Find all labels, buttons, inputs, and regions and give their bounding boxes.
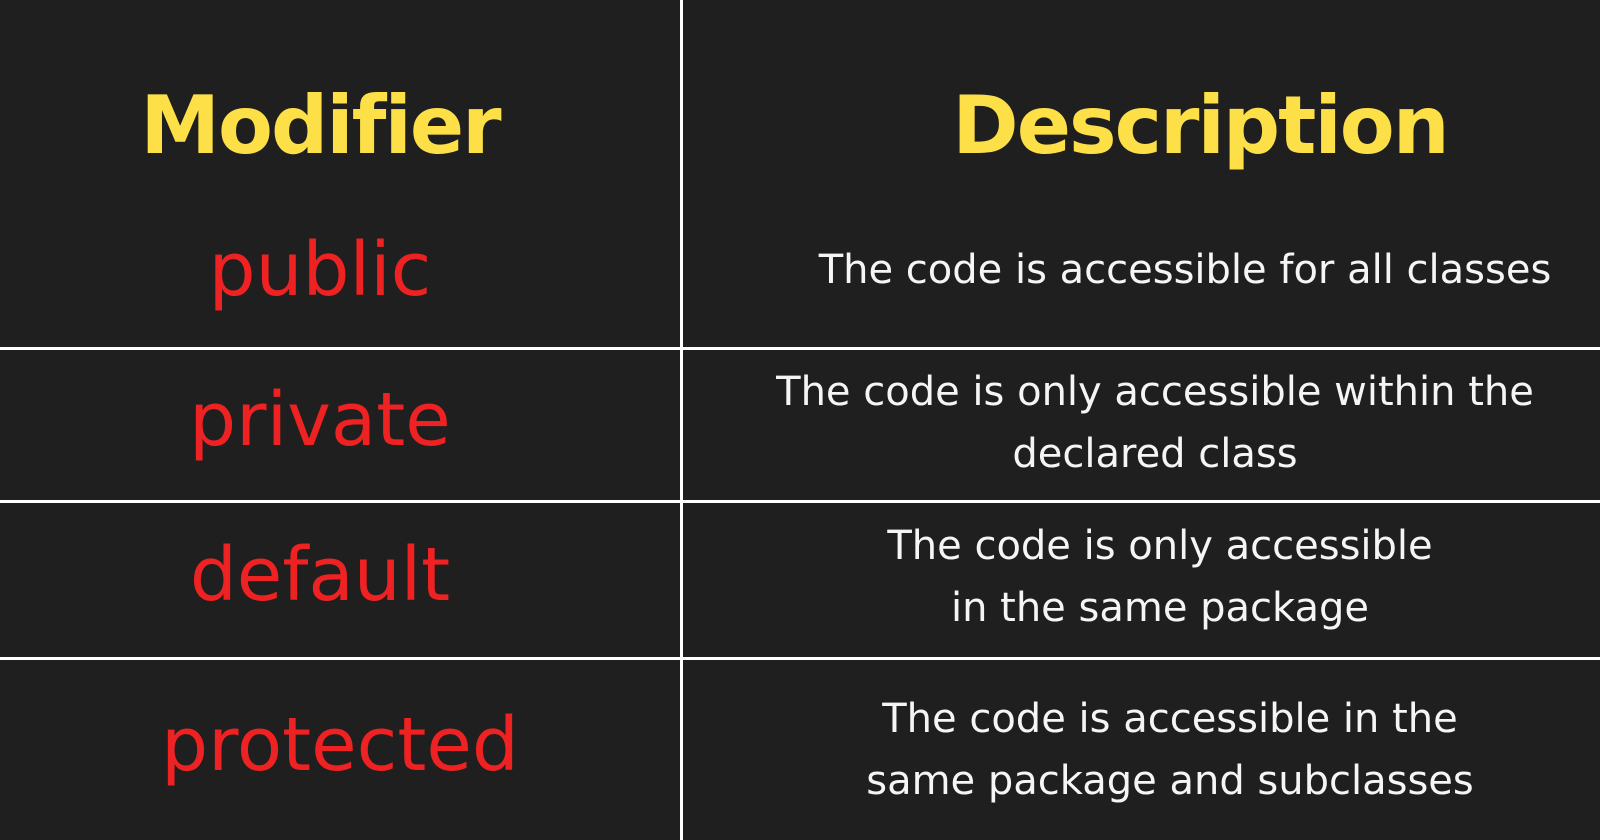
row-divider — [0, 657, 1600, 660]
description-private: The code is only accessible within the d… — [725, 358, 1585, 488]
description-line: The code is only accessible within the — [776, 369, 1534, 415]
description-public: The code is accessible for all classes — [770, 235, 1600, 305]
description-default: The code is only accessible in the same … — [800, 512, 1520, 642]
row-divider — [0, 500, 1600, 503]
header-description: Description — [952, 78, 1449, 172]
description-line: in the same package — [950, 585, 1370, 631]
modifier-default: default — [189, 532, 451, 618]
description-line: The code is accessible in the — [882, 696, 1458, 742]
row-divider — [0, 347, 1600, 350]
description-line: declared class — [1012, 431, 1298, 477]
description-line: same package and subclasses — [866, 758, 1474, 804]
modifier-private: private — [189, 377, 451, 463]
header-modifier: Modifier — [140, 78, 501, 172]
description-line: The code is accessible for all classes — [818, 247, 1552, 293]
column-divider — [680, 0, 683, 840]
modifier-public: public — [208, 227, 432, 313]
description-protected: The code is accessible in the same packa… — [800, 685, 1540, 815]
modifier-protected: protected — [161, 702, 519, 788]
description-line: The code is only accessible — [887, 523, 1433, 569]
